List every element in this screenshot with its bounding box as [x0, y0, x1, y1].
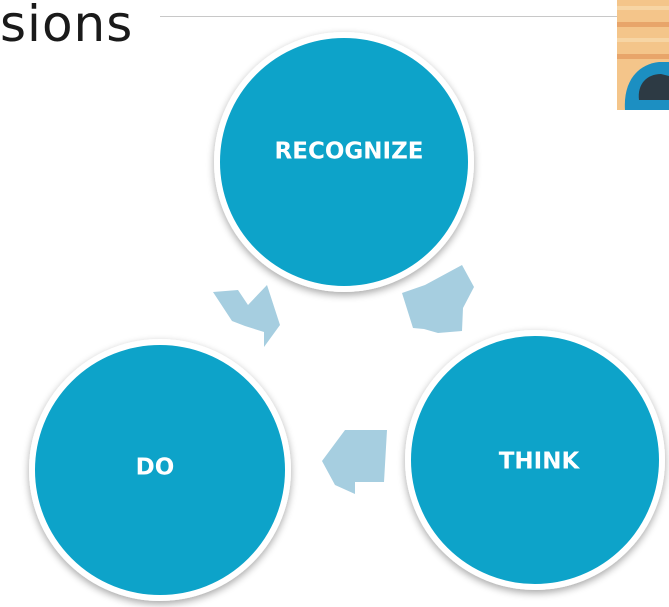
node-label-do: DO	[136, 455, 175, 481]
arrow-do-to-recognize	[213, 285, 280, 347]
arrow-recognize-to-think	[402, 265, 474, 333]
node-label-recognize: RECOGNIZE	[275, 139, 424, 165]
title-divider	[160, 16, 630, 17]
corner-decorative-image	[617, 0, 669, 110]
arrow-think-to-do	[322, 430, 387, 494]
node-do: DO	[29, 339, 291, 601]
node-recognize: RECOGNIZE	[214, 32, 474, 292]
slide-title-fragment: sions	[0, 0, 134, 53]
node-think: THINK	[405, 330, 665, 590]
node-label-think: THINK	[499, 449, 581, 475]
